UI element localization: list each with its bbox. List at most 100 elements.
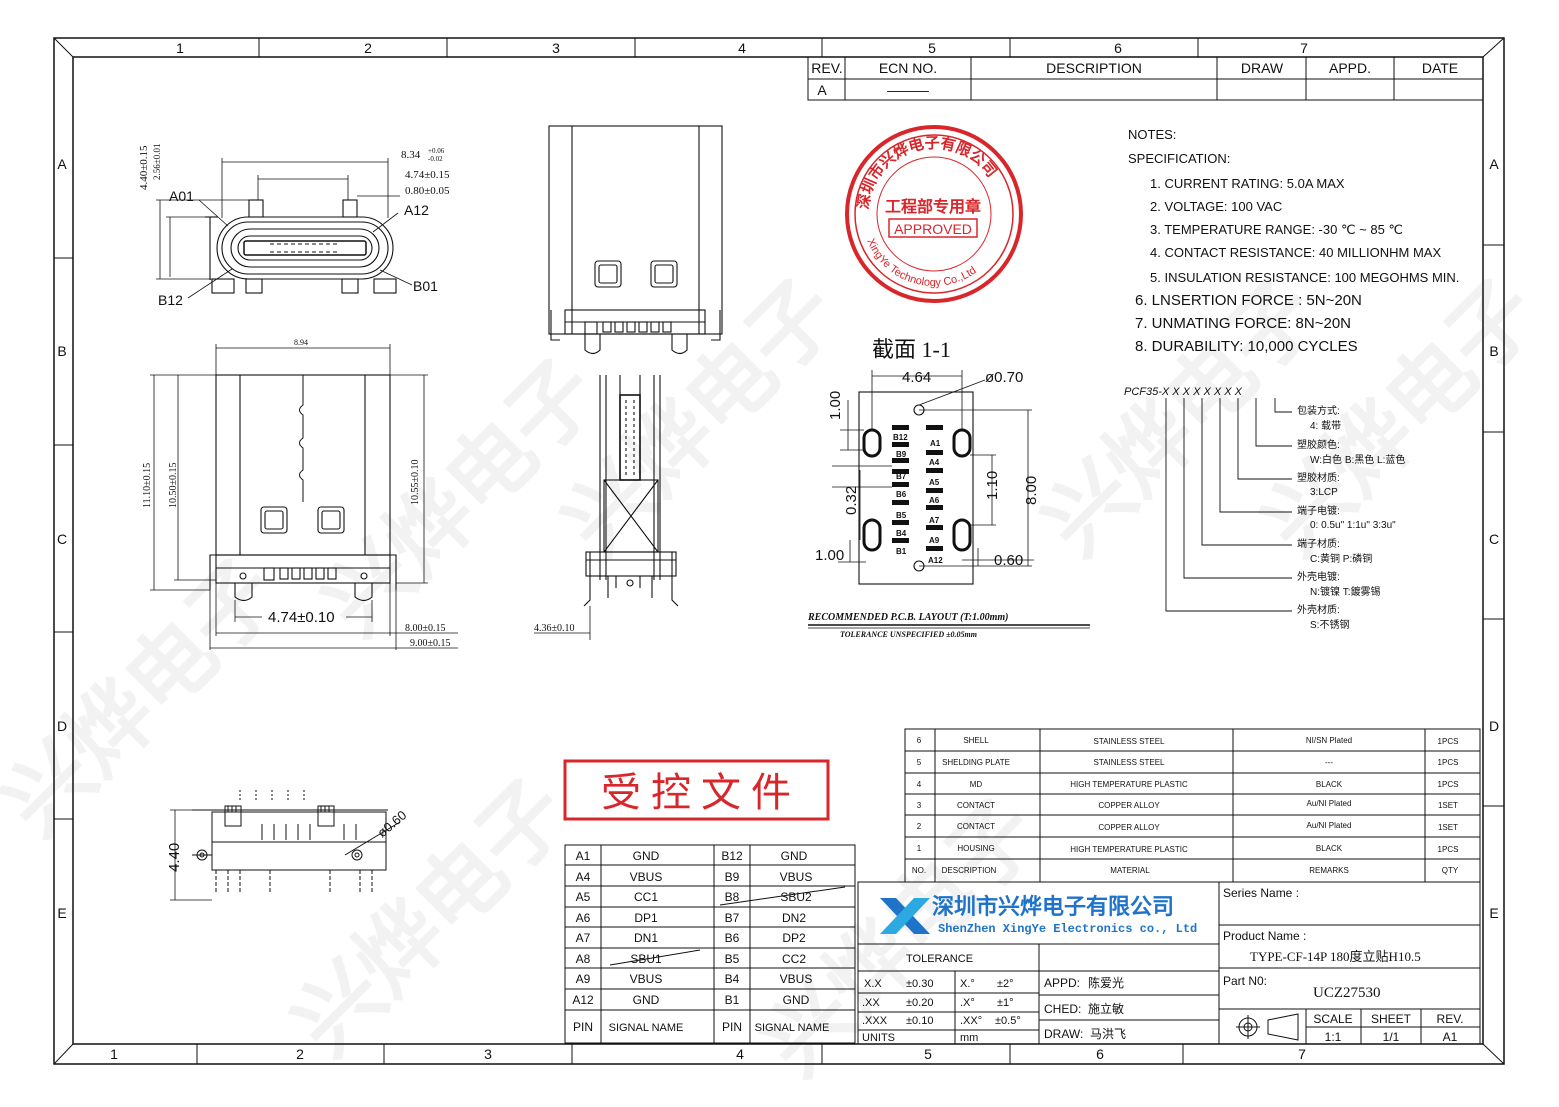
tol-cell: X.X bbox=[864, 978, 882, 990]
top-view-dims bbox=[150, 344, 458, 650]
zone-left: E bbox=[57, 905, 66, 921]
zone-right: C bbox=[1489, 531, 1499, 547]
legend-value: 0: 0.5u" 1:1u" 3:3u" bbox=[1310, 520, 1396, 531]
bom-cell: 1SET bbox=[1438, 823, 1458, 832]
note-item: 8. DURABILITY: 10,000 CYCLES bbox=[1135, 338, 1358, 355]
bom-cell: 1SET bbox=[1438, 801, 1458, 810]
dim-110: 1.10 bbox=[984, 471, 1001, 500]
bom-cell: STAINLESS STEEL bbox=[1094, 758, 1166, 767]
bom-header: QTY bbox=[1442, 866, 1459, 875]
appd-name: 陈爱光 bbox=[1088, 975, 1124, 990]
dim-436: 4.36±0.10 bbox=[534, 623, 575, 634]
side-view-section bbox=[583, 375, 679, 607]
rev-header: DRAW bbox=[1241, 60, 1284, 76]
bom-cell: CONTACT bbox=[957, 822, 995, 831]
zone-right: B bbox=[1489, 343, 1498, 359]
dim-834-tol: -0.02 bbox=[428, 155, 443, 163]
stamp-center: 工程部专用章 bbox=[885, 197, 981, 216]
dim-440-bottom: 4.40 bbox=[166, 843, 183, 872]
title-block bbox=[857, 881, 1481, 1045]
legend-value: N:镀镍 T:鍍雾锡 bbox=[1310, 585, 1381, 598]
revision-table bbox=[807, 56, 1484, 101]
pin-cell: SBU2 bbox=[780, 890, 812, 904]
note-item: 1. CURRENT RATING: 5.0A MAX bbox=[1150, 176, 1345, 191]
pin-cell: A8 bbox=[576, 952, 591, 966]
pin-cell: VBUS bbox=[630, 972, 663, 986]
pin-cell: B12 bbox=[721, 849, 743, 863]
zone-right: E bbox=[1489, 905, 1498, 921]
zone-bottom: 4 bbox=[736, 1046, 744, 1062]
pin-cell: GND bbox=[783, 993, 810, 1007]
bom-cell: NI/SN Plated bbox=[1306, 736, 1352, 745]
units-label: UNITS bbox=[862, 1032, 895, 1044]
tolerance-block: TOLERANCE X.X ±0.30 X.° ±2° .XX ±0.20 .X… bbox=[862, 953, 1021, 1044]
notes-block: NOTES: SPECIFICATION: 1. CURRENT RATING:… bbox=[1128, 127, 1459, 355]
zone-labels: 1 2 3 4 5 6 7 1 2 3 4 5 6 7 A B C D E A … bbox=[57, 40, 1499, 1062]
tol-cell: .XXX bbox=[862, 1015, 888, 1027]
draw-label: DRAW: bbox=[1044, 1027, 1083, 1041]
dim-474: 4.74±0.15 bbox=[405, 169, 450, 181]
scale-label: SCALE bbox=[1313, 1012, 1352, 1026]
side-view-dim bbox=[534, 606, 591, 640]
section-title: 截面 1-1 bbox=[872, 337, 951, 362]
dim-100b: 1.00 bbox=[815, 547, 844, 564]
tol-cell: ±0.10 bbox=[906, 1015, 933, 1027]
appd-label: APPD: bbox=[1044, 976, 1080, 990]
pad-label: A5 bbox=[929, 478, 940, 487]
pad-label: B1 bbox=[896, 547, 907, 556]
bom-cell: BLACK bbox=[1316, 844, 1343, 853]
label-a01: A01 bbox=[169, 188, 194, 204]
pin-cell: CC1 bbox=[634, 890, 658, 904]
dim-1055: 10.55±0.10 bbox=[410, 460, 421, 506]
bottom-view-dims bbox=[170, 809, 212, 901]
part-code-tree bbox=[1165, 398, 1292, 612]
pin-cell: DP2 bbox=[782, 931, 806, 945]
bom-cell: 1PCS bbox=[1438, 737, 1459, 746]
zone-top: 2 bbox=[364, 40, 372, 56]
pin-cell: A1 bbox=[576, 849, 591, 863]
legend-value: 3:LCP bbox=[1310, 487, 1338, 498]
pin-cell: GND bbox=[633, 849, 660, 863]
note-item: 2. VOLTAGE: 100 VAC bbox=[1150, 199, 1282, 214]
bom-cell: 1 bbox=[917, 844, 922, 853]
partno-label: Part N0: bbox=[1223, 974, 1267, 988]
pad-label: B6 bbox=[896, 490, 907, 499]
legend-value: 4: 载带 bbox=[1310, 420, 1341, 432]
bom-cell: 6 bbox=[917, 736, 922, 745]
bom-cell: 5 bbox=[917, 758, 922, 767]
bom-cell: Au/NI Plated bbox=[1307, 799, 1352, 808]
bom-cell: COPPER ALLOY bbox=[1098, 801, 1160, 810]
pin-cell: B1 bbox=[725, 993, 740, 1007]
bom-cell: COPPER ALLOY bbox=[1098, 823, 1160, 832]
pin-cell: A9 bbox=[576, 972, 591, 986]
pad-label: B5 bbox=[896, 511, 907, 520]
pin-cell: VBUS bbox=[780, 870, 813, 884]
pcb-dims bbox=[832, 370, 1034, 567]
pin-cell: DP1 bbox=[634, 911, 658, 925]
pin-cell: GND bbox=[781, 849, 808, 863]
rev-cell: ——— bbox=[887, 82, 929, 98]
dim-080: 0.80±0.05 bbox=[405, 185, 450, 197]
tol-cell: .XX° bbox=[960, 1015, 982, 1027]
legend-title: 端子电镀: bbox=[1297, 504, 1340, 517]
pcb-layout bbox=[858, 391, 974, 585]
pad-label: A9 bbox=[929, 536, 940, 545]
zone-bottom: 3 bbox=[484, 1046, 492, 1062]
tol-cell: .X° bbox=[960, 997, 975, 1009]
top-view bbox=[209, 374, 397, 602]
pad-label: A4 bbox=[929, 458, 940, 467]
zone-bottom: 5 bbox=[924, 1046, 932, 1062]
zone-left: A bbox=[57, 156, 67, 172]
rev-header: APPD. bbox=[1329, 60, 1371, 76]
pin-cell: A7 bbox=[576, 931, 591, 945]
scale-value: 1:1 bbox=[1325, 1030, 1342, 1044]
zone-top: 7 bbox=[1300, 40, 1308, 56]
zone-bottom: 6 bbox=[1096, 1046, 1104, 1062]
dim-070: ø0.70 bbox=[985, 369, 1023, 386]
dim-834: 8.34 bbox=[401, 149, 421, 161]
sheet-value: 1/1 bbox=[1383, 1030, 1400, 1044]
tol-cell: ±0.30 bbox=[906, 978, 933, 990]
zone-right: D bbox=[1489, 718, 1499, 734]
pin-cell: A12 bbox=[572, 993, 594, 1007]
